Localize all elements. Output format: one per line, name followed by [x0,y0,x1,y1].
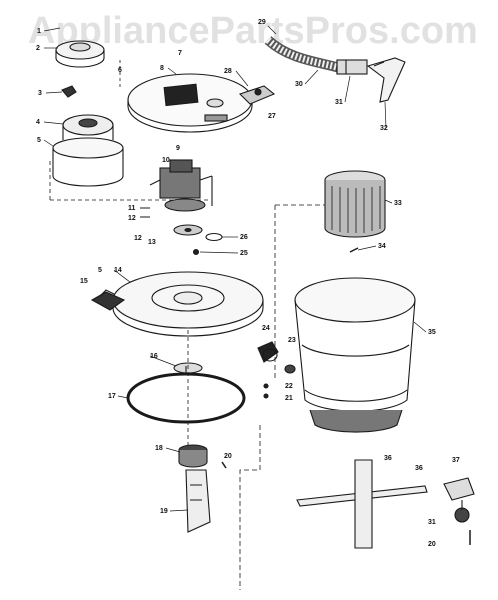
part-nozzle [366,57,406,103]
callout-30: 30 [295,81,303,88]
callout-34: 34 [378,243,386,250]
part-motor-cover [52,114,124,187]
part-float [178,444,208,468]
part-fan [173,224,203,236]
callout-22: 22 [285,383,293,390]
callout-35: 35 [428,329,436,336]
callout-24: 24 [262,325,270,332]
part-motor [149,159,213,212]
part-caster-bracket [296,459,428,549]
part-hose-fitting [238,85,276,105]
callout-19: 19 [160,508,168,515]
callout-15: 15 [80,278,88,285]
part-inlet-fitting [257,341,279,363]
callout-33: 33 [394,200,402,207]
callout-36b: 36 [415,465,423,472]
callout-5: 5 [37,137,41,144]
callout-21: 21 [285,395,293,402]
callout-8: 8 [160,65,164,72]
callout-28: 28 [224,68,232,75]
part-lid-plate [112,271,264,337]
part-cap [55,40,105,68]
part-tank [294,277,416,433]
callout-6: 6 [118,67,122,74]
callout-18: 18 [155,445,163,452]
part-clip [61,85,77,98]
part-hose [264,36,342,73]
callout-29: 29 [258,19,266,26]
callout-31b: 31 [428,519,436,526]
callout-23: 23 [288,337,296,344]
callout-3: 3 [38,90,42,97]
leader-lines [43,25,427,512]
part-latch [90,289,126,311]
callout-12: 12 [128,215,136,222]
callout-9: 9 [176,145,180,152]
part-cartridge-filter [324,170,386,238]
part-caster [443,477,475,545]
callout-26: 26 [240,234,248,241]
callout-labels: 1 2 3 4 5 6 7 8 9 10 11 12 13 14 15 5 16… [36,19,460,548]
callout-31: 31 [335,99,343,106]
callout-12b: 12 [134,235,142,242]
callout-7: 7 [178,50,182,57]
callout-13: 13 [148,239,156,246]
callout-17: 17 [108,393,116,400]
callout-37: 37 [452,457,460,464]
callout-36: 36 [384,455,392,462]
part-washer [205,232,223,242]
callout-20: 20 [224,453,232,460]
callout-5b: 5 [98,267,102,274]
callout-16: 16 [150,353,158,360]
callout-14: 14 [114,267,122,274]
callout-32: 32 [380,125,388,132]
callout-25: 25 [240,250,248,257]
part-motor-plate [127,73,253,133]
callout-1: 1 [37,28,41,35]
callout-27: 27 [268,113,276,120]
callout-2: 2 [36,45,40,52]
callout-10: 10 [162,157,170,164]
callout-11: 11 [128,205,136,212]
part-float-cage [185,469,211,533]
part-wand [336,59,368,75]
part-gasket [126,366,246,424]
callout-20b: 20 [428,541,436,548]
callout-4: 4 [36,119,40,126]
watermark-text: AppliancePartsPros.com [28,10,478,52]
